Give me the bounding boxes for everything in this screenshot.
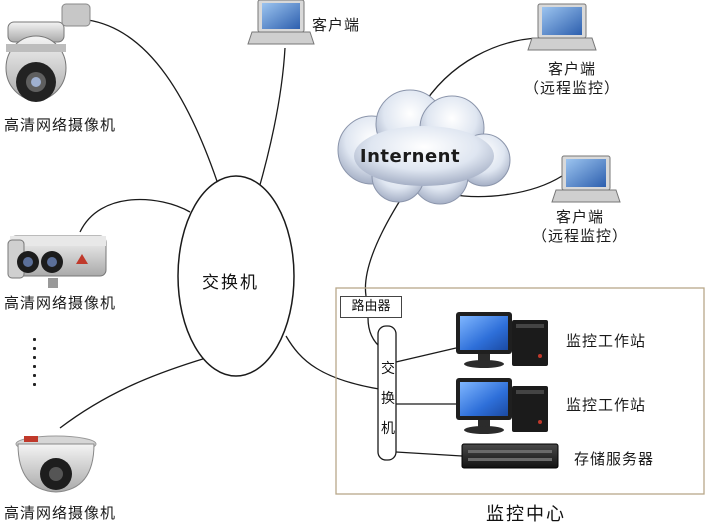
rack-server-icon <box>461 443 559 469</box>
storage-server-label: 存储服务器 <box>574 450 655 468</box>
router-label: 路由器 <box>340 296 402 318</box>
link-ptz-camera <box>87 19 221 191</box>
link-dome-camera <box>59 357 207 429</box>
camera-middle-label: 高清网络摄像机 <box>4 294 117 312</box>
link-client-top <box>257 47 286 193</box>
ptz-camera-icon <box>5 3 91 102</box>
bullet-camera-icon <box>7 235 107 288</box>
client-remote-1-sub: （远程监控） <box>523 79 620 97</box>
link-bullet-camera <box>79 198 191 233</box>
vertical-switch-char-1: 交 <box>381 361 395 377</box>
link-remote-client-1 <box>419 37 539 111</box>
switch-ellipse <box>177 175 295 377</box>
desktop-pc-icon <box>456 378 548 434</box>
link-ws1 <box>395 347 457 363</box>
vertical-switch-char-2: 换 <box>381 391 395 407</box>
client-remote-1-label: 客户端 （远程监控） <box>512 60 632 98</box>
desktop-pc-icon <box>456 312 548 368</box>
client-remote-1-title: 客户端 <box>547 60 596 78</box>
monitoring-center-box <box>335 287 705 495</box>
cloud-icon <box>337 89 511 205</box>
camera-top-label: 高清网络摄像机 <box>4 116 117 134</box>
laptop-icon <box>551 155 621 203</box>
link-storage <box>395 451 463 457</box>
monitoring-center-title: 监控中心 <box>486 504 566 525</box>
camera-ellipsis <box>33 338 37 392</box>
link-router-switch <box>285 335 386 391</box>
laptop-icon <box>247 0 315 45</box>
switch-main-label: 交换机 <box>202 273 259 293</box>
workstation-2-label: 监控工作站 <box>566 396 647 414</box>
client-top-label: 客户端 <box>312 16 361 34</box>
camera-bottom-label: 高清网络摄像机 <box>4 504 117 522</box>
vertical-switch-bar <box>377 325 397 461</box>
vertical-switch-label: 交 换 机 <box>380 354 396 444</box>
client-remote-2-sub: （远程监控） <box>531 227 628 245</box>
vertical-switch-char-3: 机 <box>381 421 395 437</box>
dome-camera-icon <box>15 435 97 493</box>
client-remote-2-title: 客户端 <box>555 208 604 226</box>
workstation-1-label: 监控工作站 <box>566 332 647 350</box>
client-remote-2-label: 客户端 （远程监控） <box>520 208 640 246</box>
internet-label: Internent <box>359 146 461 167</box>
laptop-icon <box>527 3 597 51</box>
